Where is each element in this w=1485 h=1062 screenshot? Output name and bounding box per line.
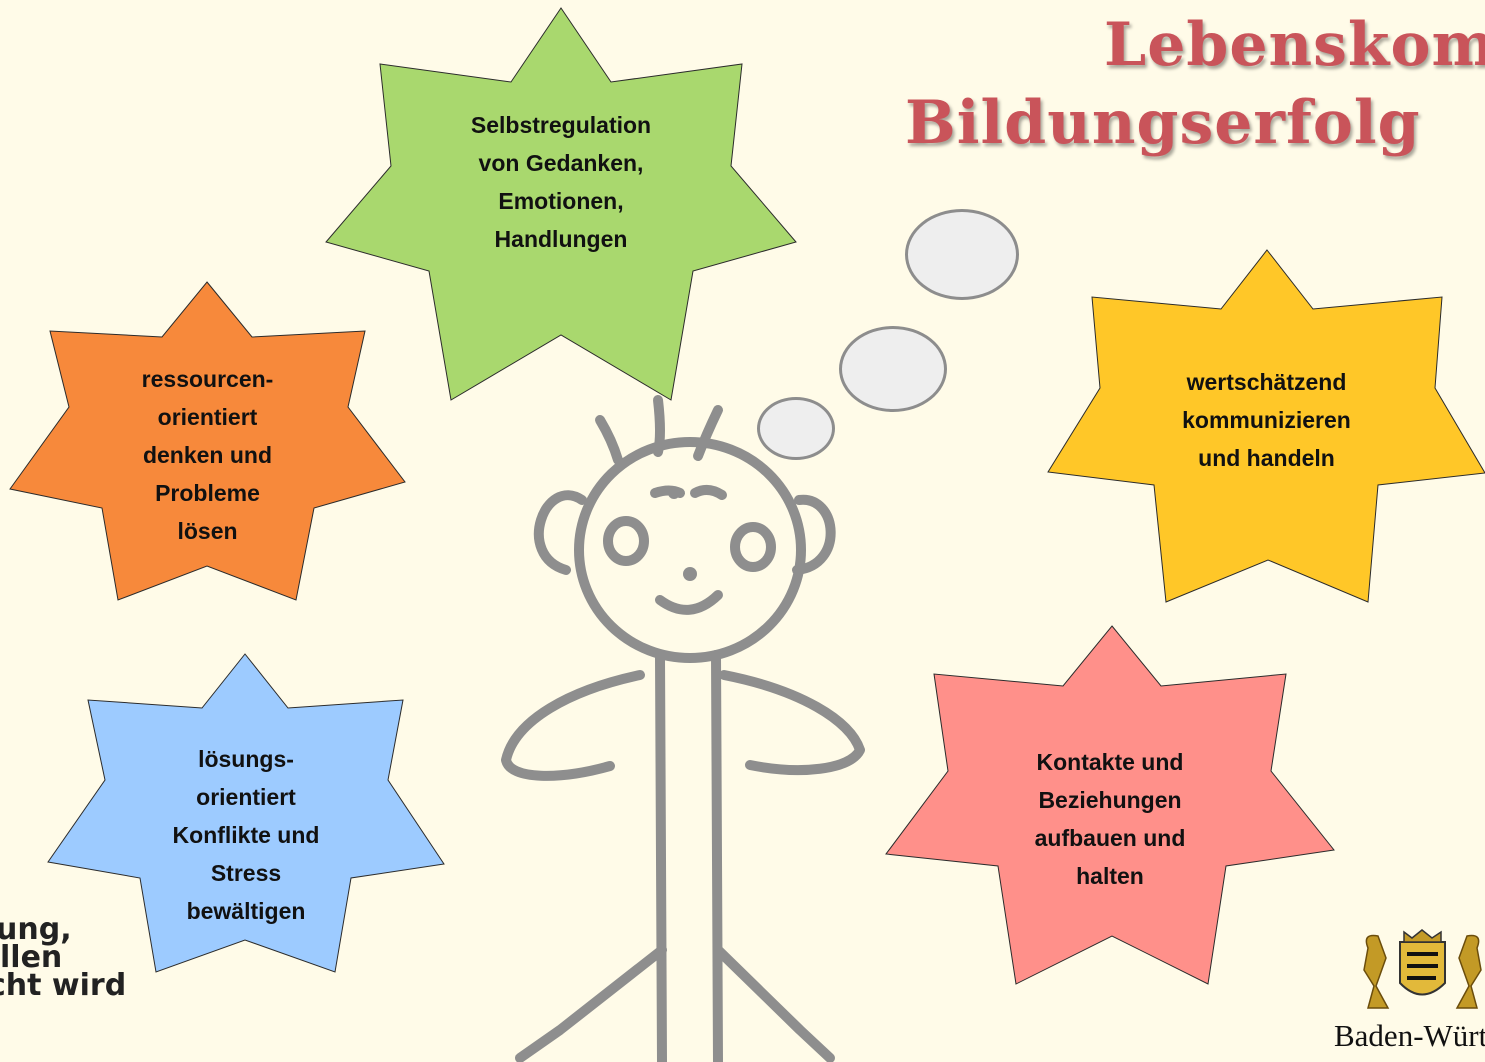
stick-figure-illustration <box>501 395 865 1062</box>
text-line: orientiert <box>196 784 296 810</box>
thought-bubble-large <box>905 209 1019 300</box>
text-line: Stress <box>210 860 282 886</box>
text-line: cht wird <box>0 968 127 1003</box>
star-shape <box>47 653 445 973</box>
thought-bubble-small <box>757 397 835 460</box>
text-line: lösen <box>177 518 238 544</box>
star-wertschaetzend: wertschätzend kommunizieren und handeln <box>1047 249 1485 603</box>
text-line: halten <box>1076 863 1144 889</box>
baden-wuerttemberg-coat-of-arms-logo <box>1363 929 1482 1009</box>
text-line: kommunizieren <box>1182 407 1351 433</box>
baden-wuerttemberg-wordmark: Baden-Württe <box>1334 1018 1485 1053</box>
text-line: denken und <box>142 442 273 468</box>
text-line: ressourcen- <box>141 366 274 392</box>
text-line: wertschätzend <box>1186 369 1347 395</box>
text-line: aufbauen und <box>1034 825 1186 851</box>
star-shape <box>325 7 797 401</box>
star-shape <box>9 281 406 601</box>
text-line: Handlungen <box>494 226 628 252</box>
star-label: wertschätzend kommunizieren und handeln <box>1182 363 1351 477</box>
title-line-2: Bildungserfolg <box>905 88 1421 158</box>
text-line: bewältigen <box>186 898 306 924</box>
text-line: lösungs- <box>198 746 294 772</box>
text-line: Probleme <box>155 480 260 506</box>
text-line: ung, <box>0 912 72 947</box>
text-line: Kontakte und <box>1036 749 1184 775</box>
text-line: Selbstregulation <box>470 112 652 138</box>
text-line: und handeln <box>1198 445 1335 471</box>
text-line: Konflikte und <box>172 822 320 848</box>
star-label: Selbstregulation von Gedanken, Emotionen, H… <box>471 106 651 258</box>
text-line: llen <box>0 940 63 975</box>
star-selbstregulation: Selbstregulation von Gedanken, Emotionen, H… <box>325 7 797 401</box>
star-shape <box>1047 249 1485 603</box>
text-line: von Gedanken, <box>478 150 644 176</box>
text-line: Beziehungen <box>1038 787 1182 813</box>
title-line-1: Lebenskomp <box>1104 10 1485 80</box>
text-line: Emotionen, <box>498 188 624 214</box>
thought-bubble-medium <box>839 326 947 412</box>
text-line: orientiert <box>157 404 258 430</box>
star-shape <box>885 625 1335 985</box>
